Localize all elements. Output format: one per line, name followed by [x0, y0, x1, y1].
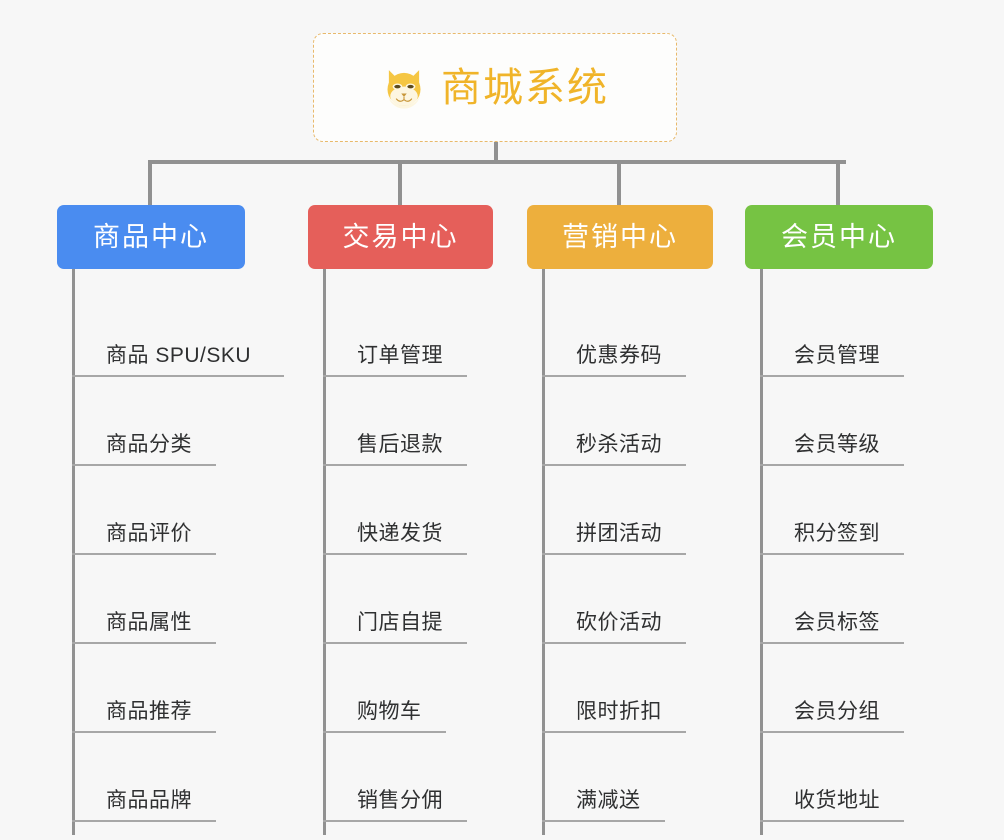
- connector-drop-trade-center: [398, 160, 402, 205]
- branch-spine-product-center: [72, 269, 75, 835]
- leaf-item[interactable]: 限时折扣: [527, 644, 713, 733]
- category-label-marketing-center: 营销中心: [562, 221, 678, 252]
- leaf-list-member-center: 会员管理 会员等级 积分签到 会员标签 会员分组 收货地址: [745, 269, 933, 822]
- connector-drop-marketing-center: [617, 160, 621, 205]
- connector-drop-product-center: [148, 160, 152, 205]
- branch-product-center: 商品中心 商品 SPU/SKU 商品分类 商品评价 商品属性 商品推荐 商品品牌: [57, 205, 284, 835]
- branch-trade-center: 交易中心 订单管理 售后退款 快递发货 门店自提 购物车 销售分佣: [308, 205, 493, 835]
- leaf-item[interactable]: 商品品牌: [57, 733, 245, 822]
- leaf-list-product-center: 商品 SPU/SKU 商品分类 商品评价 商品属性 商品推荐 商品品牌: [57, 269, 284, 822]
- leaf-item[interactable]: 会员等级: [745, 377, 933, 466]
- category-label-trade-center: 交易中心: [342, 221, 459, 252]
- leaf-item[interactable]: 商品推荐: [57, 644, 245, 733]
- leaf-item[interactable]: 购物车: [308, 644, 493, 733]
- connector-root-stem: [494, 142, 498, 163]
- category-box-product-center[interactable]: 商品中心: [57, 205, 245, 269]
- connector-drop-member-center: [836, 160, 840, 205]
- shiba-dog-face-icon: [387, 69, 421, 109]
- category-box-trade-center[interactable]: 交易中心: [308, 205, 493, 269]
- leaf-list-trade-center: 订单管理 售后退款 快递发货 门店自提 购物车 销售分佣: [308, 269, 493, 822]
- leaf-item[interactable]: 优惠券码: [527, 288, 713, 377]
- category-box-marketing-center[interactable]: 营销中心: [527, 205, 713, 269]
- leaf-item[interactable]: 会员标签: [745, 555, 933, 644]
- leaf-item[interactable]: 积分签到: [745, 466, 933, 555]
- leaf-item[interactable]: 拼团活动: [527, 466, 713, 555]
- leaf-item[interactable]: 砍价活动: [527, 555, 713, 644]
- root-node-shop-system[interactable]: 商城系统: [313, 33, 677, 142]
- root-title: 商城系统: [441, 65, 609, 110]
- leaf-item[interactable]: 快递发货: [308, 466, 493, 555]
- leaf-item[interactable]: 商品评价: [57, 466, 245, 555]
- leaf-item[interactable]: 售后退款: [308, 377, 493, 466]
- leaf-item[interactable]: 会员分组: [745, 644, 933, 733]
- category-label-product-center: 商品中心: [93, 221, 209, 252]
- category-label-member-center: 会员中心: [781, 221, 897, 252]
- leaf-item[interactable]: 商品属性: [57, 555, 245, 644]
- category-box-member-center[interactable]: 会员中心: [745, 205, 933, 269]
- leaf-item[interactable]: 秒杀活动: [527, 377, 713, 466]
- leaf-item[interactable]: 门店自提: [308, 555, 493, 644]
- leaf-item[interactable]: 满减送: [527, 733, 713, 822]
- leaf-list-marketing-center: 优惠券码 秒杀活动 拼团活动 砍价活动 限时折扣 满减送: [527, 269, 713, 822]
- leaf-item[interactable]: 商品分类: [57, 377, 245, 466]
- branch-spine-marketing-center: [542, 269, 545, 835]
- leaf-item[interactable]: 收货地址: [745, 733, 933, 822]
- leaf-item[interactable]: 销售分佣: [308, 733, 493, 822]
- leaf-item[interactable]: 订单管理: [308, 288, 493, 377]
- connector-horizontal-bus: [148, 160, 846, 164]
- leaf-item[interactable]: 会员管理: [745, 288, 933, 377]
- branch-member-center: 会员中心 会员管理 会员等级 积分签到 会员标签 会员分组 收货地址: [745, 205, 933, 835]
- branch-spine-trade-center: [323, 269, 326, 835]
- branch-spine-member-center: [760, 269, 763, 835]
- branch-marketing-center: 营销中心 优惠券码 秒杀活动 拼团活动 砍价活动 限时折扣 满减送: [527, 205, 713, 835]
- leaf-item[interactable]: 商品 SPU/SKU: [57, 288, 284, 377]
